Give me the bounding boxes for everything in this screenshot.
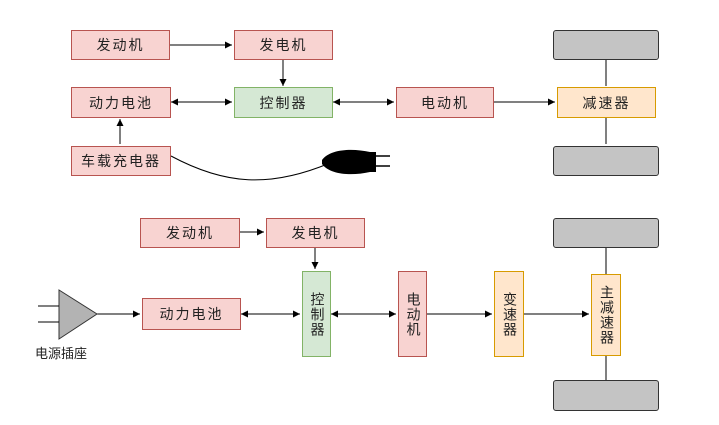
top-reducer-box: 减速器 xyxy=(557,87,656,118)
bottom-transmission-box: 变速器 xyxy=(494,271,524,357)
bottom-upper-wheel xyxy=(553,218,659,248)
top-charger-box: 车载充电器 xyxy=(71,146,171,176)
bottom-lower-wheel xyxy=(553,380,659,411)
top-lower-wheel xyxy=(553,146,659,176)
bottom-main-reducer-box: 主减速器 xyxy=(591,274,621,356)
top-battery-box: 动力电池 xyxy=(71,87,171,118)
bottom-generator-box: 发电机 xyxy=(266,218,365,248)
bottom-battery-box: 动力电池 xyxy=(142,298,241,330)
top-motor-box: 电动机 xyxy=(396,87,494,118)
socket-icon xyxy=(38,289,98,340)
bottom-engine-box: 发动机 xyxy=(140,218,240,248)
bottom-motor-box: 电动机 xyxy=(398,271,427,357)
top-upper-wheel xyxy=(553,30,659,60)
top-generator-box: 发电机 xyxy=(234,30,333,60)
socket-label: 电源插座 xyxy=(35,347,88,362)
bottom-controller-box: 控制器 xyxy=(302,271,331,357)
charger-cable xyxy=(170,155,331,181)
top-engine-box: 发动机 xyxy=(71,30,170,60)
top-controller-box: 控制器 xyxy=(234,87,333,118)
plug-icon xyxy=(322,149,390,175)
